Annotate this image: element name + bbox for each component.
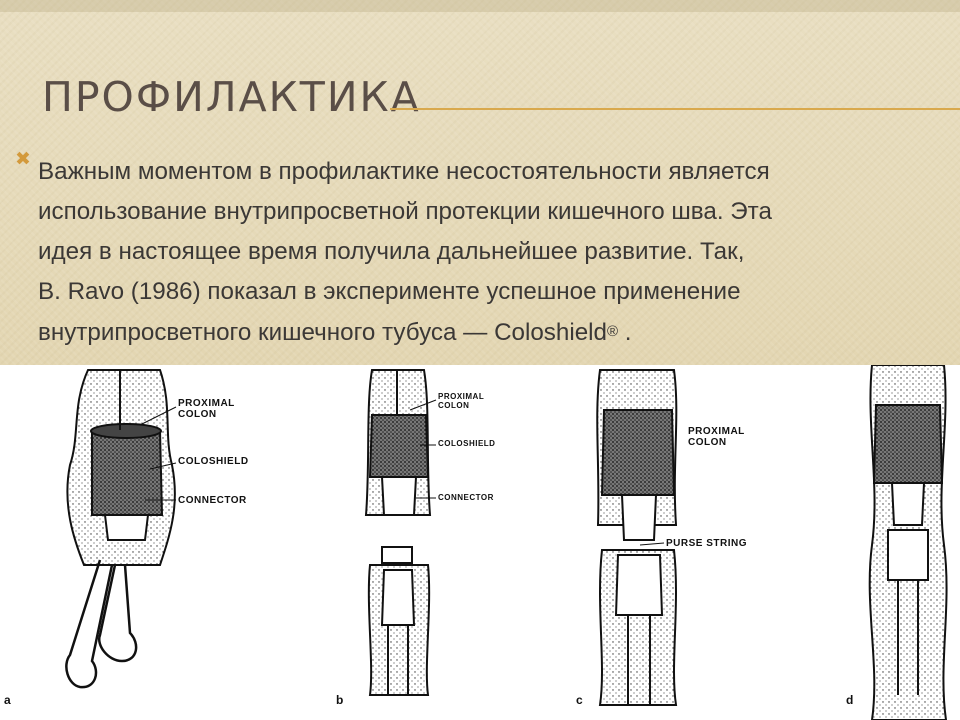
top-band — [0, 0, 960, 12]
label-connector-a: CONNECTOR — [178, 495, 247, 506]
paragraph-line-last: внутрипросветного кишечного тубуса — Col… — [38, 312, 943, 353]
panel-letter-a: a — [4, 693, 11, 707]
panel-letter-d: d — [846, 693, 854, 707]
label-purse-string-c: PURSE STRING — [666, 538, 748, 549]
paragraph-line-text: внутрипросветного кишечного тубуса — Col… — [38, 319, 608, 346]
title-underline — [390, 108, 960, 110]
slide-title: ПРОФИЛАКТИКА — [42, 73, 421, 121]
label-colon-b: COLON — [438, 401, 470, 410]
panel-d-drawing — [868, 365, 948, 720]
label-proximal-c: PROXIMAL — [688, 426, 745, 437]
paragraph-line: идея в настоящее время получила дальнейш… — [38, 238, 745, 265]
registered-mark: ® — [607, 323, 619, 340]
label-coloshield-b: COLOSHIELD — [438, 439, 496, 448]
label-colon-a: COLON — [178, 409, 217, 420]
panel-a-drawing — [65, 369, 177, 689]
panel-b-drawing — [364, 369, 437, 696]
panel-letter-c: c — [576, 693, 583, 707]
label-proximal-b: PROXIMAL — [438, 392, 485, 401]
illustration-drawing — [65, 365, 948, 720]
x-mark-bullet-icon: ✖ — [15, 148, 31, 170]
paragraph-line: В. Ravo (1986) показал в эксперименте ус… — [38, 278, 741, 305]
slide-background — [0, 0, 960, 365]
paragraph-line: Важным моментом в профилактике несостоят… — [38, 158, 770, 185]
coloshield-illustration: PROXIMAL COLON COLOSHIELD CONNECTOR a PR… — [0, 365, 960, 720]
label-colon-c: COLON — [688, 437, 727, 448]
panel-c-drawing — [596, 369, 678, 706]
label-coloshield-a: COLOSHIELD — [178, 456, 249, 467]
label-proximal-a: PROXIMAL — [178, 398, 235, 409]
bullet-paragraph: Важным моментом в профилактике несостоят… — [38, 152, 943, 353]
label-connector-b: CONNECTOR — [438, 493, 494, 502]
panel-letter-b: b — [336, 693, 344, 707]
trailing-period: . — [618, 319, 632, 346]
paragraph-line: использование внутрипросветной протекции… — [38, 198, 772, 225]
